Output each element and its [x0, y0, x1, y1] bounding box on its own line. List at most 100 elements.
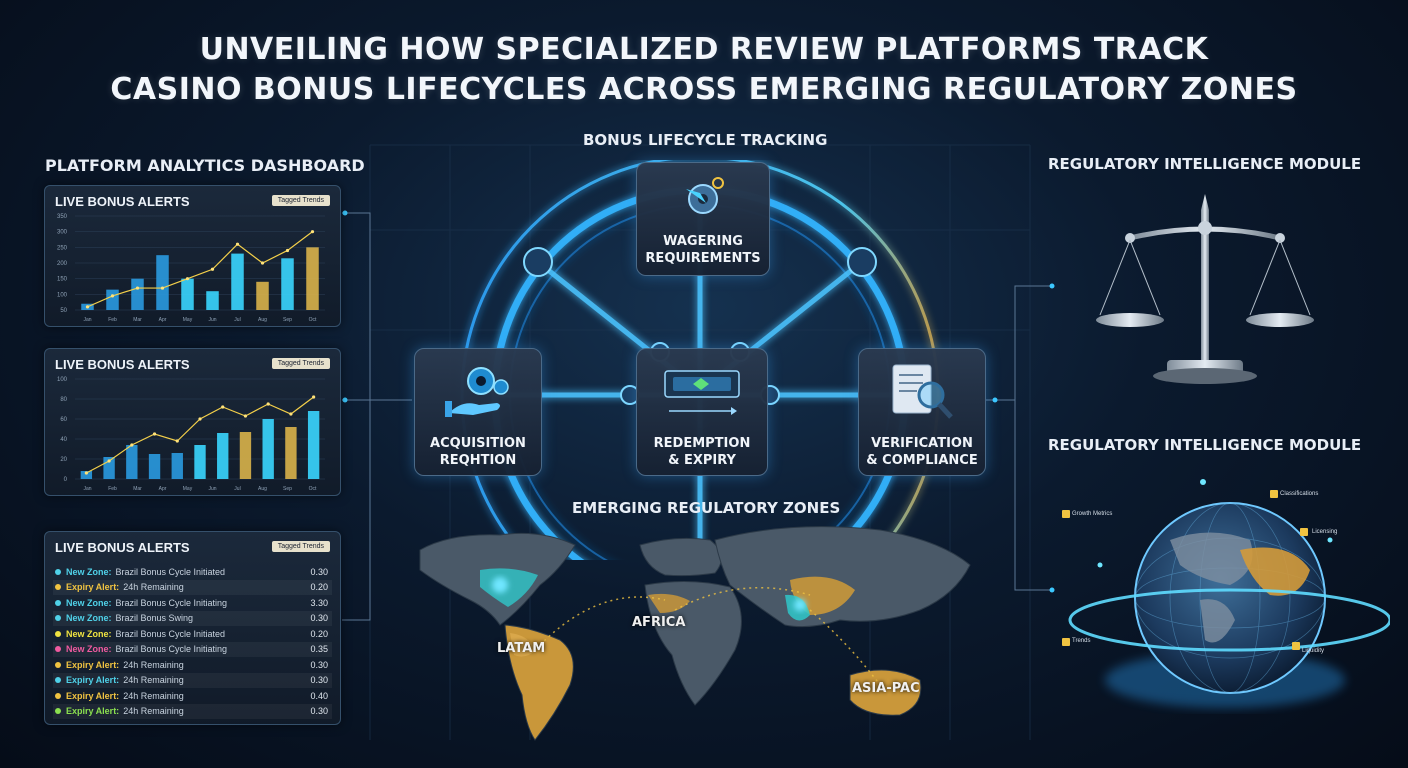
alert-tag: New Zone:: [66, 613, 112, 623]
alert-tag: Expiry Alert:: [66, 675, 120, 685]
alert-tag: New Zone:: [66, 644, 112, 654]
globe-icon: [1062, 479, 1390, 708]
trend-point: [107, 459, 111, 463]
x-tick-label: May: [183, 486, 193, 492]
redemption-node[interactable]: REDEMPTION & EXPIRY: [636, 348, 768, 476]
x-tick-label: Apr: [159, 486, 167, 492]
alert-dot-icon: [55, 599, 61, 606]
x-tick-label: Mar: [133, 317, 142, 323]
x-tick-label: Feb: [108, 317, 117, 323]
x-tick-label: Mar: [133, 486, 142, 492]
panel-title: LIVE BONUS ALERTS: [55, 357, 190, 372]
bonus-alerts-list: LIVE BONUS ALERTS Tagged Trends New Zone…: [44, 531, 341, 725]
region-africa: AFRICA: [632, 615, 686, 630]
x-tick-label: Sep: [283, 317, 292, 323]
y-tick-label: 100: [57, 377, 68, 383]
trend-point: [85, 305, 90, 309]
chart-bar: [126, 445, 138, 479]
chart-bar: [256, 281, 269, 310]
x-tick-label: Oct: [309, 486, 317, 492]
alert-value: 3.30: [310, 597, 328, 608]
chart-bar: [103, 457, 115, 479]
y-tick-label: 200: [57, 261, 68, 267]
globe-tag-4: Trends: [1072, 638, 1091, 644]
y-tick-label: 50: [60, 308, 67, 314]
alert-tag: Expiry Alert:: [66, 659, 120, 670]
alert-tag: New Zone:: [66, 566, 112, 577]
x-tick-label: May: [183, 317, 193, 323]
chart-bar: [171, 453, 183, 479]
alert-value: 0.20: [310, 628, 328, 639]
acquisition-node[interactable]: ACQUISITION REQHTION: [414, 348, 542, 476]
alert-text: 24h Remaining: [123, 675, 184, 685]
alert-dot-icon: [55, 630, 61, 637]
title-line-1: UNVEILING HOW SPECIALIZED REVIEW PLATFOR…: [199, 32, 1209, 67]
x-tick-label: Sep: [283, 486, 292, 492]
analytics-heading: PLATFORM ANALYTICS DASHBOARD: [45, 156, 365, 175]
region-asia-pac: ASIA-PAC: [852, 681, 920, 696]
chart-bar: [148, 454, 161, 479]
trend-point: [243, 414, 248, 418]
panel-title: LIVE BONUS ALERTS: [55, 194, 190, 209]
alert-value: 0.35: [310, 644, 328, 654]
trend-point: [210, 267, 215, 271]
alert-dot-icon: [55, 661, 61, 668]
globe-tag-2: Growth Metrics: [1072, 511, 1113, 517]
trend-point: [198, 417, 202, 421]
trend-point: [110, 294, 115, 298]
trend-point: [152, 432, 157, 436]
verification-label-2: & COMPLIANCE: [866, 453, 978, 468]
alert-value: 0.30: [310, 706, 328, 716]
globe-tag-3: Licensing: [1312, 529, 1338, 535]
trend-point: [135, 286, 140, 290]
alert-value: 0.30: [310, 613, 328, 623]
trend-line: [87, 231, 313, 308]
panel-title: LIVE BONUS ALERTS: [55, 540, 190, 555]
alert-dot-icon: [55, 677, 61, 683]
trend-point: [285, 248, 290, 253]
chart-bar: [239, 432, 252, 479]
map-heading: EMERGING REGULATORY ZONES: [572, 499, 841, 517]
hand-coins-icon: [445, 367, 509, 417]
chart-bar: [262, 419, 274, 479]
chart-bar: [156, 255, 169, 310]
alert-value: 0.30: [310, 659, 328, 670]
x-tick-label: Aug: [258, 317, 267, 323]
verification-node[interactable]: VERIFICATION & COMPLIANCE: [858, 348, 986, 476]
panel-badge: Tagged Trends: [271, 358, 330, 369]
chart-bar: [206, 291, 219, 310]
y-tick-label: 0: [64, 477, 68, 483]
alert-text: 24h Remaining: [123, 690, 184, 701]
x-tick-label: Jun: [208, 486, 216, 492]
alert-row[interactable]: New Zone:Brazil Bonus Swing 0.30: [53, 610, 332, 626]
chart-bar: [306, 247, 319, 310]
trend-point: [175, 439, 179, 443]
chart-bar: [131, 278, 144, 310]
chart-bar: [217, 433, 229, 479]
alert-text: 24h Remaining: [123, 706, 184, 716]
x-tick-label: Jun: [208, 317, 216, 323]
y-tick-label: 350: [57, 214, 68, 220]
world-map: [419, 526, 971, 741]
alert-tag: New Zone:: [66, 628, 112, 639]
alert-dot-icon: [55, 568, 61, 575]
trend-point: [260, 261, 265, 265]
alert-tag: New Zone:: [66, 597, 112, 608]
alert-tag: Expiry Alert:: [66, 690, 120, 701]
trend-point: [84, 471, 88, 475]
wagering-node[interactable]: WAGERING REQUIREMENTS: [636, 162, 770, 276]
x-tick-label: Apr: [159, 317, 167, 323]
ticket-icon: [664, 370, 740, 415]
regulatory-heading-2: REGULATORY INTELLIGENCE MODULE: [1048, 436, 1362, 454]
alert-text: Brazil Bonus Swing: [115, 613, 194, 623]
